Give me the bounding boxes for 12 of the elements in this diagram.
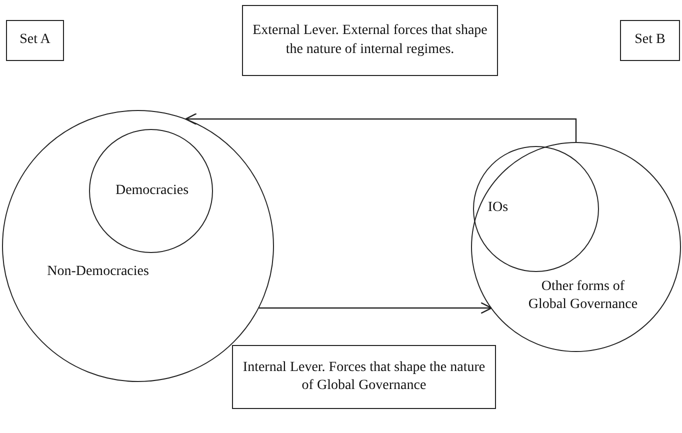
- arrow: [184, 112, 577, 142]
- text-box: Internal Lever. Forces that shape the nature of Global Governance: [232, 345, 496, 409]
- text-box: External Lever. External forces that shape the nature of internal regimes.: [242, 5, 498, 76]
- subset-circle: [89, 129, 213, 253]
- set-label-box: Set B: [620, 20, 680, 61]
- set-label-box: Set A: [6, 20, 64, 61]
- subset-circle: [473, 146, 599, 272]
- set-name: IOs: [486, 199, 510, 216]
- set-name: Other forms of Global Governance: [527, 278, 639, 313]
- set-name: Non-Democracies: [46, 263, 150, 280]
- arrow: [259, 302, 492, 314]
- set-name: Democracies: [114, 182, 190, 200]
